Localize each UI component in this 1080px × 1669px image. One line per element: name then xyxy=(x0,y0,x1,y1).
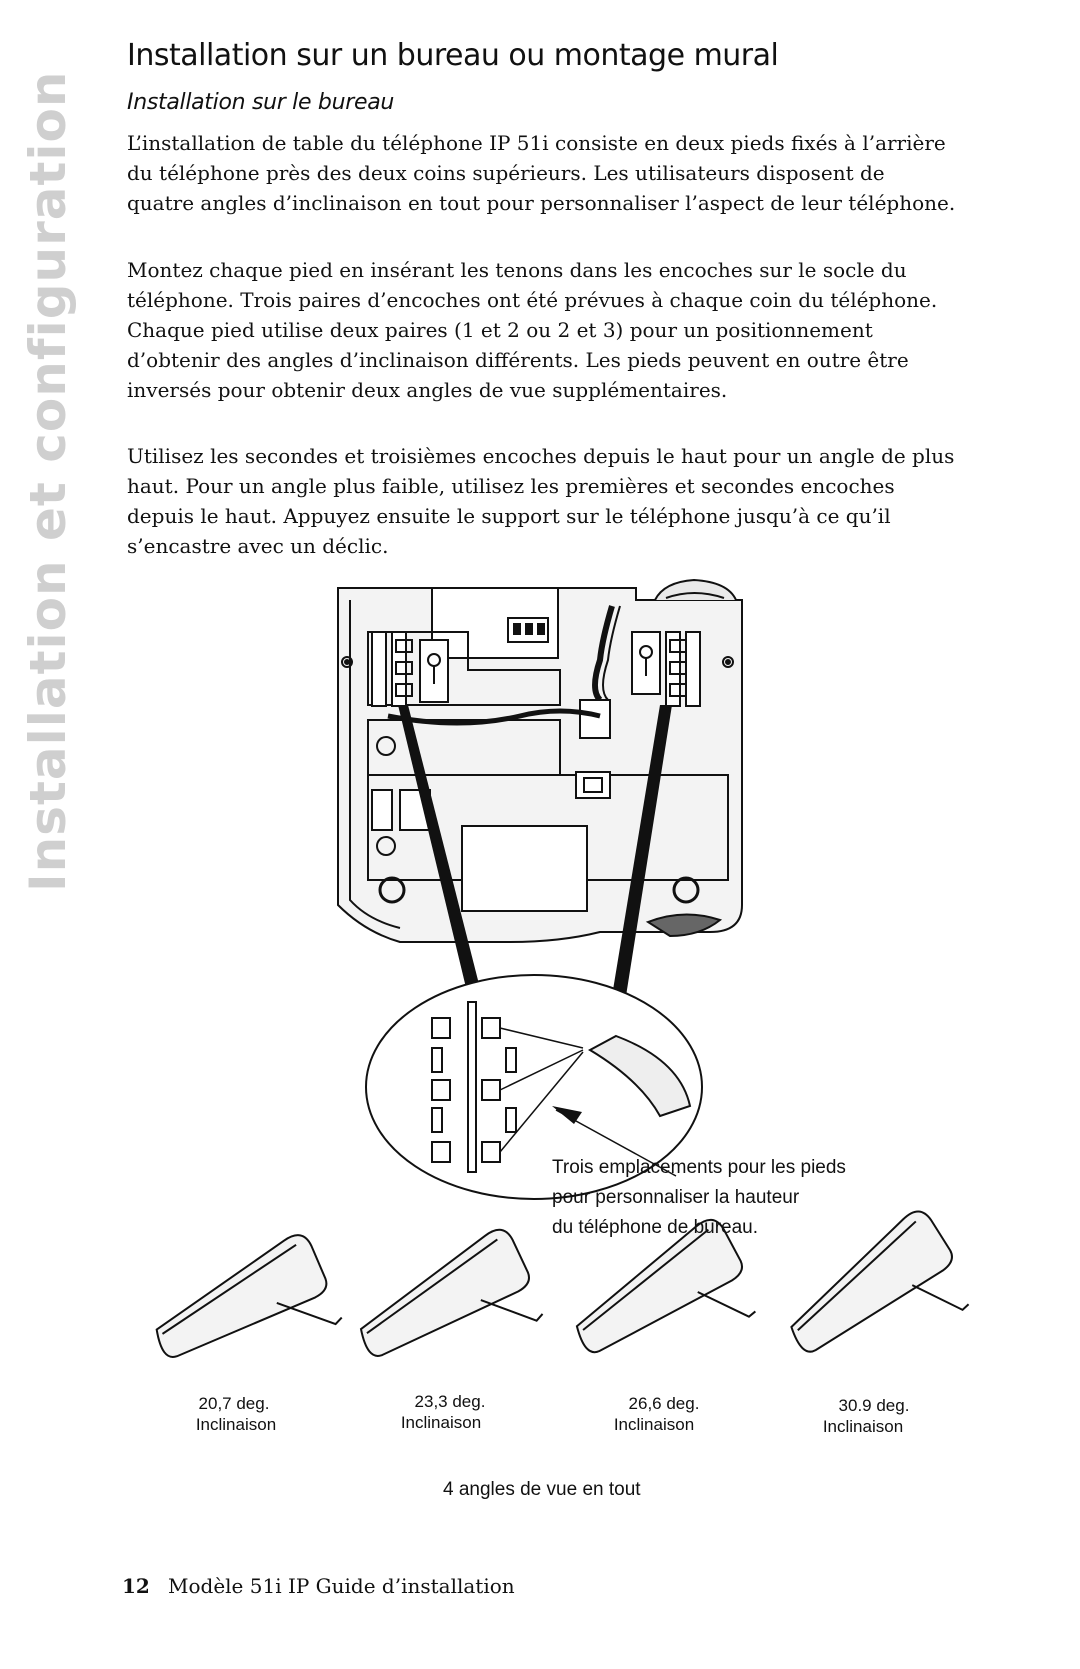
footer-title: Modèle 51i IP Guide d’installation xyxy=(168,1574,515,1598)
angle-label-1: Inclinaison xyxy=(195,1415,277,1434)
callout-line-2: pour personnaliser la hauteur xyxy=(552,1187,800,1208)
page-title: Installation sur un bureau ou montage mu… xyxy=(127,38,779,73)
callout-line-3: du téléphone de bureau. xyxy=(552,1217,759,1238)
angle-value-4: 30.9 deg. xyxy=(838,1396,910,1415)
angle-value-2: 23,3 deg. xyxy=(414,1392,486,1411)
paragraph-intro: L’installation de table du téléphone IP … xyxy=(127,131,956,215)
section-subtitle: Installation sur le bureau xyxy=(127,90,395,115)
angle-value-1: 20,7 deg. xyxy=(198,1394,270,1413)
page-number: 12 xyxy=(122,1574,150,1598)
angles-summary: 4 angles de vue en tout xyxy=(443,1479,641,1500)
callout-line-1: Trois emplacements pour les pieds xyxy=(552,1157,846,1178)
angle-value-3: 26,6 deg. xyxy=(628,1394,700,1413)
paragraph-mounting: Montez chaque pied en insérant les tenon… xyxy=(127,258,938,402)
angle-label-2: Inclinaison xyxy=(400,1413,482,1432)
angle-label-3: Inclinaison xyxy=(613,1415,695,1434)
angle-label-4: Inclinaison xyxy=(822,1417,904,1436)
paragraph-angles: Utilisez les secondes et troisièmes enco… xyxy=(127,444,955,558)
